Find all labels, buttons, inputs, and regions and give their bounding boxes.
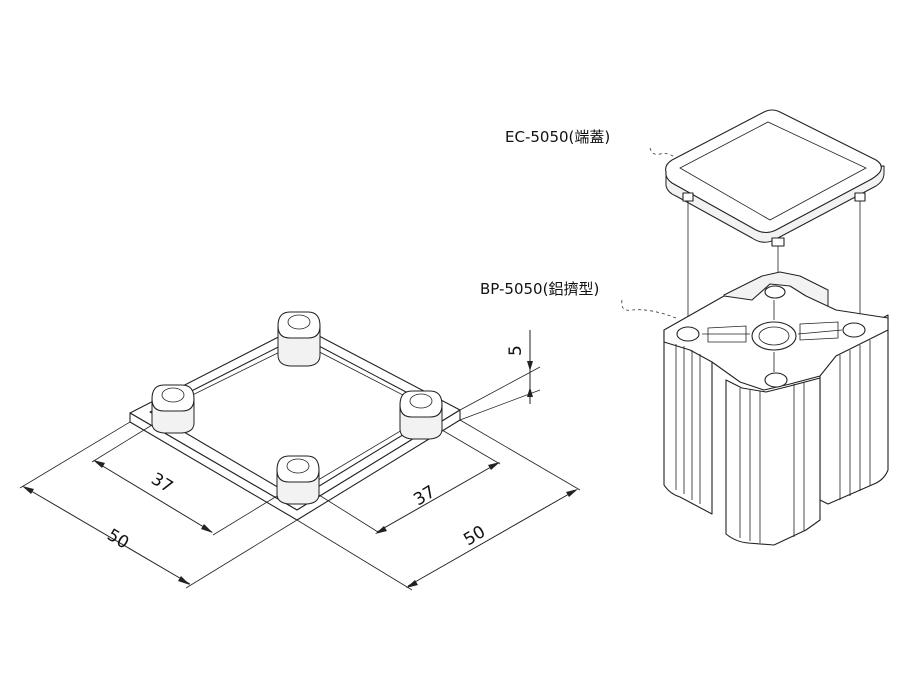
dimension-lines-left (19, 421, 298, 589)
callout-end-cap: EC-5050(端蓋) (505, 128, 677, 159)
base-plate-label: BP-5050(鋁擠型) (480, 280, 599, 298)
end-cap-drawing (665, 109, 885, 247)
extrusion-profile-drawing (663, 271, 889, 546)
dim-thickness-label: 5 (506, 345, 526, 356)
dim-outer-right-label: 50 (460, 522, 489, 550)
dimension-lines-right (296, 419, 581, 591)
end-cap-label: EC-5050(端蓋) (505, 128, 610, 146)
peg-top (277, 311, 321, 367)
peg-left (151, 384, 195, 434)
dim-inner-left-label: 37 (147, 469, 176, 497)
peg-bottom (276, 455, 320, 505)
peg-right (399, 390, 443, 440)
dim-inner-right-label: 37 (410, 482, 439, 510)
profile-grooves (675, 340, 871, 543)
dim-outer-left-label: 50 (103, 525, 132, 553)
callout-base-plate: BP-5050(鋁擠型) (480, 280, 677, 319)
dimension-thickness (459, 330, 541, 421)
base-plate-drawing (129, 311, 461, 521)
